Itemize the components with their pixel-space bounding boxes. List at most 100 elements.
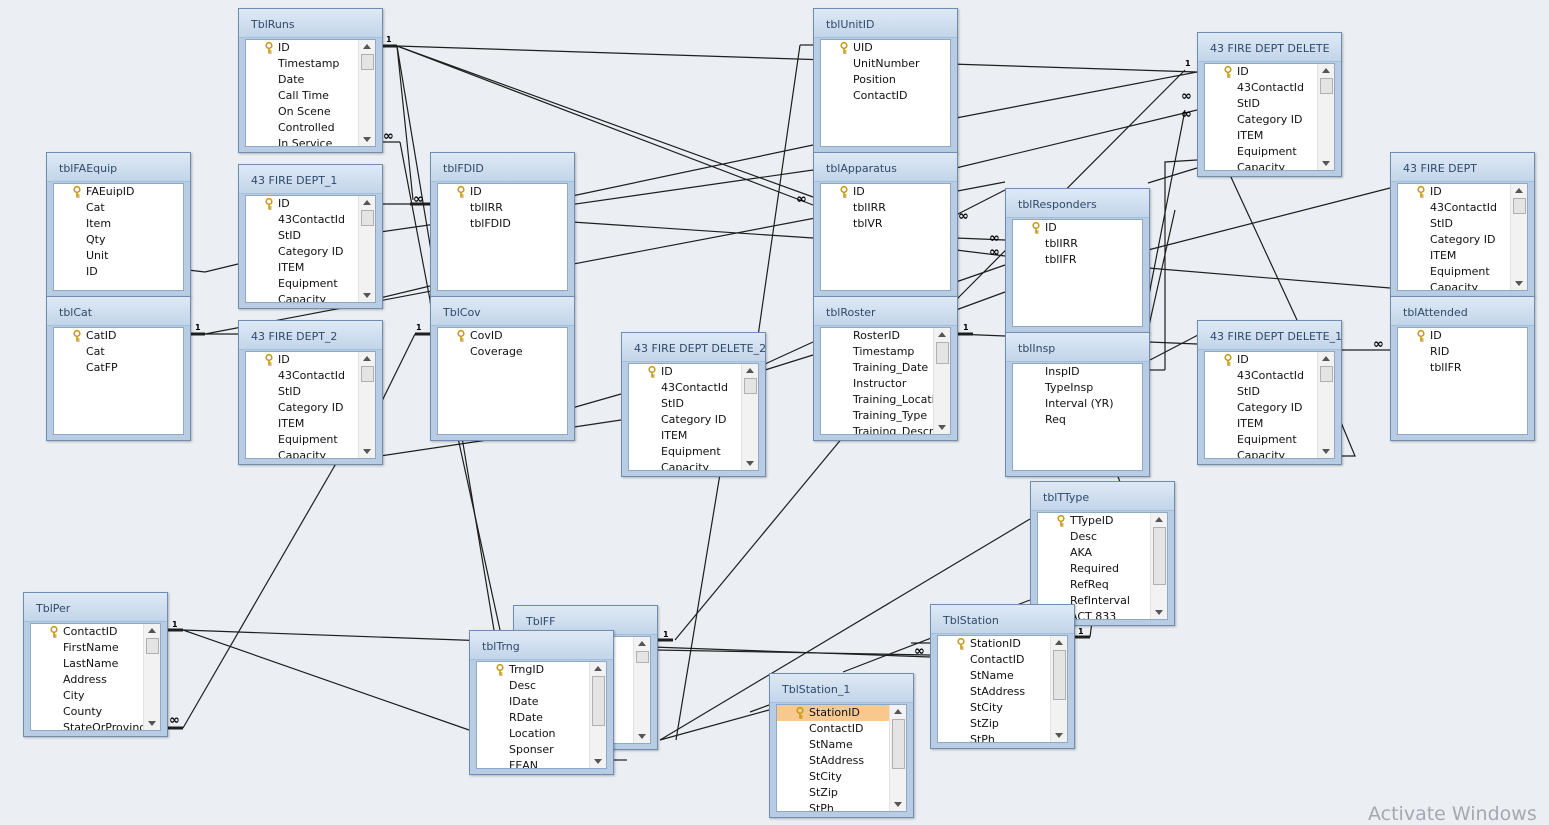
relationship-line[interactable] — [1147, 187, 1391, 251]
field-item[interactable]: CatFP — [54, 360, 183, 376]
table-title-bar[interactable]: tblTrng — [470, 631, 613, 660]
field-item[interactable]: Unit — [54, 248, 183, 264]
scrollbar-thumb[interactable] — [936, 342, 949, 364]
relationship-line[interactable] — [1149, 334, 1199, 361]
table-title-bar[interactable]: TblRuns — [239, 9, 382, 38]
field-item[interactable]: StPh — [777, 801, 889, 811]
field-item[interactable]: StID — [246, 228, 358, 244]
relationship-line[interactable] — [396, 45, 1198, 73]
field-item[interactable]: RefReq — [1038, 577, 1150, 593]
relationship-line[interactable] — [749, 704, 770, 713]
field-item[interactable]: TrngID — [477, 662, 589, 678]
scroll-down-arrow-icon[interactable] — [1055, 733, 1063, 738]
field-item[interactable]: Coverage — [438, 344, 567, 360]
relationship-line[interactable] — [571, 221, 814, 239]
field-item[interactable]: Req — [1013, 412, 1142, 428]
field-item[interactable]: Required — [1038, 561, 1150, 577]
field-item[interactable]: ID — [629, 364, 741, 380]
relationship-line[interactable] — [187, 263, 239, 273]
scroll-up-arrow-icon[interactable] — [746, 368, 754, 373]
field-item[interactable]: tblIRR — [821, 200, 950, 216]
relationship-line[interactable] — [1164, 159, 1198, 370]
scrollbar-thumb[interactable] — [636, 651, 649, 663]
field-item[interactable]: StPh — [938, 732, 1050, 742]
table-title-bar[interactable]: TblStation_1 — [770, 674, 913, 703]
table-title-bar[interactable]: tblInsp — [1006, 333, 1149, 362]
field-item[interactable]: StID — [1205, 96, 1317, 112]
scrollbar-thumb[interactable] — [892, 719, 905, 769]
field-item[interactable]: Category ID — [246, 244, 358, 260]
vertical-scrollbar[interactable] — [358, 40, 375, 146]
field-item[interactable]: StCity — [938, 700, 1050, 716]
field-item[interactable]: ContactID — [821, 88, 950, 104]
field-item[interactable]: ContactID — [777, 721, 889, 737]
field-item[interactable]: ID — [821, 184, 950, 200]
relationship-line[interactable] — [955, 109, 1198, 169]
scrollbar-thumb[interactable] — [1153, 527, 1166, 585]
vertical-scrollbar[interactable] — [933, 328, 950, 434]
field-item[interactable]: TTypeID — [1038, 513, 1150, 529]
field-item[interactable]: Training_Date — [821, 360, 933, 376]
vertical-scrollbar[interactable] — [358, 196, 375, 302]
scrollbar-thumb[interactable] — [1320, 78, 1333, 94]
scroll-up-arrow-icon[interactable] — [894, 709, 902, 714]
field-item[interactable]: RosterID — [821, 328, 933, 344]
scroll-up-arrow-icon[interactable] — [1515, 188, 1523, 193]
table-title-bar[interactable]: TblStation — [931, 605, 1074, 634]
field-item[interactable]: County — [31, 704, 143, 720]
scroll-up-arrow-icon[interactable] — [1055, 640, 1063, 645]
scroll-up-arrow-icon[interactable] — [363, 356, 371, 361]
table-title-bar[interactable]: tblTType — [1031, 482, 1174, 511]
relationship-line[interactable] — [571, 393, 622, 409]
field-item[interactable]: tblIFR — [1013, 252, 1142, 268]
field-item[interactable]: ID — [54, 264, 183, 280]
field-item[interactable]: 43ContactId — [1205, 368, 1317, 384]
relationship-line[interactable] — [379, 333, 416, 406]
relationship-line[interactable] — [955, 264, 1006, 283]
relationship-line[interactable] — [1339, 419, 1356, 457]
relationship-line[interactable] — [379, 285, 431, 299]
field-item[interactable]: StID — [1398, 216, 1510, 232]
table-title-bar[interactable]: 43 FIRE DEPT_1 — [239, 165, 382, 194]
field-item[interactable]: ID — [438, 184, 567, 200]
vertical-scrollbar[interactable] — [358, 352, 375, 458]
table-title-bar[interactable]: tblApparatus — [814, 153, 957, 182]
field-item[interactable]: ID — [1205, 64, 1317, 80]
field-item[interactable]: Instructor — [821, 376, 933, 392]
table-title-bar[interactable]: tblFDID — [431, 153, 574, 182]
field-item[interactable]: 43ContactId — [246, 368, 358, 384]
field-item[interactable]: Position — [821, 72, 950, 88]
scrollbar-thumb[interactable] — [1513, 198, 1526, 214]
field-item[interactable]: StationID — [777, 705, 889, 721]
field-item[interactable]: ID — [246, 40, 358, 56]
field-item[interactable]: 43ContactId — [1398, 200, 1510, 216]
table-title-bar[interactable]: 43 FIRE DEPT DELETE — [1198, 33, 1341, 62]
table-title-bar[interactable]: tblResponders — [1006, 189, 1149, 218]
field-item[interactable]: Cat — [54, 344, 183, 360]
relationship-line[interactable] — [1147, 167, 1198, 184]
field-item[interactable]: ID — [246, 196, 358, 212]
field-item[interactable]: Category ID — [629, 412, 741, 428]
scroll-down-arrow-icon[interactable] — [363, 449, 371, 454]
field-item[interactable]: Timestamp — [821, 344, 933, 360]
table-title-bar[interactable]: 43 FIRE DEPT DELETE_2 — [622, 333, 766, 362]
field-item[interactable]: tblIFR — [1398, 360, 1527, 376]
field-item[interactable]: Equipment — [1205, 144, 1317, 160]
relationship-line[interactable] — [182, 459, 339, 729]
vertical-scrollbar[interactable] — [741, 364, 758, 470]
table-title-bar[interactable]: 43 FIRE DEPT DELETE_1 — [1198, 321, 1342, 350]
